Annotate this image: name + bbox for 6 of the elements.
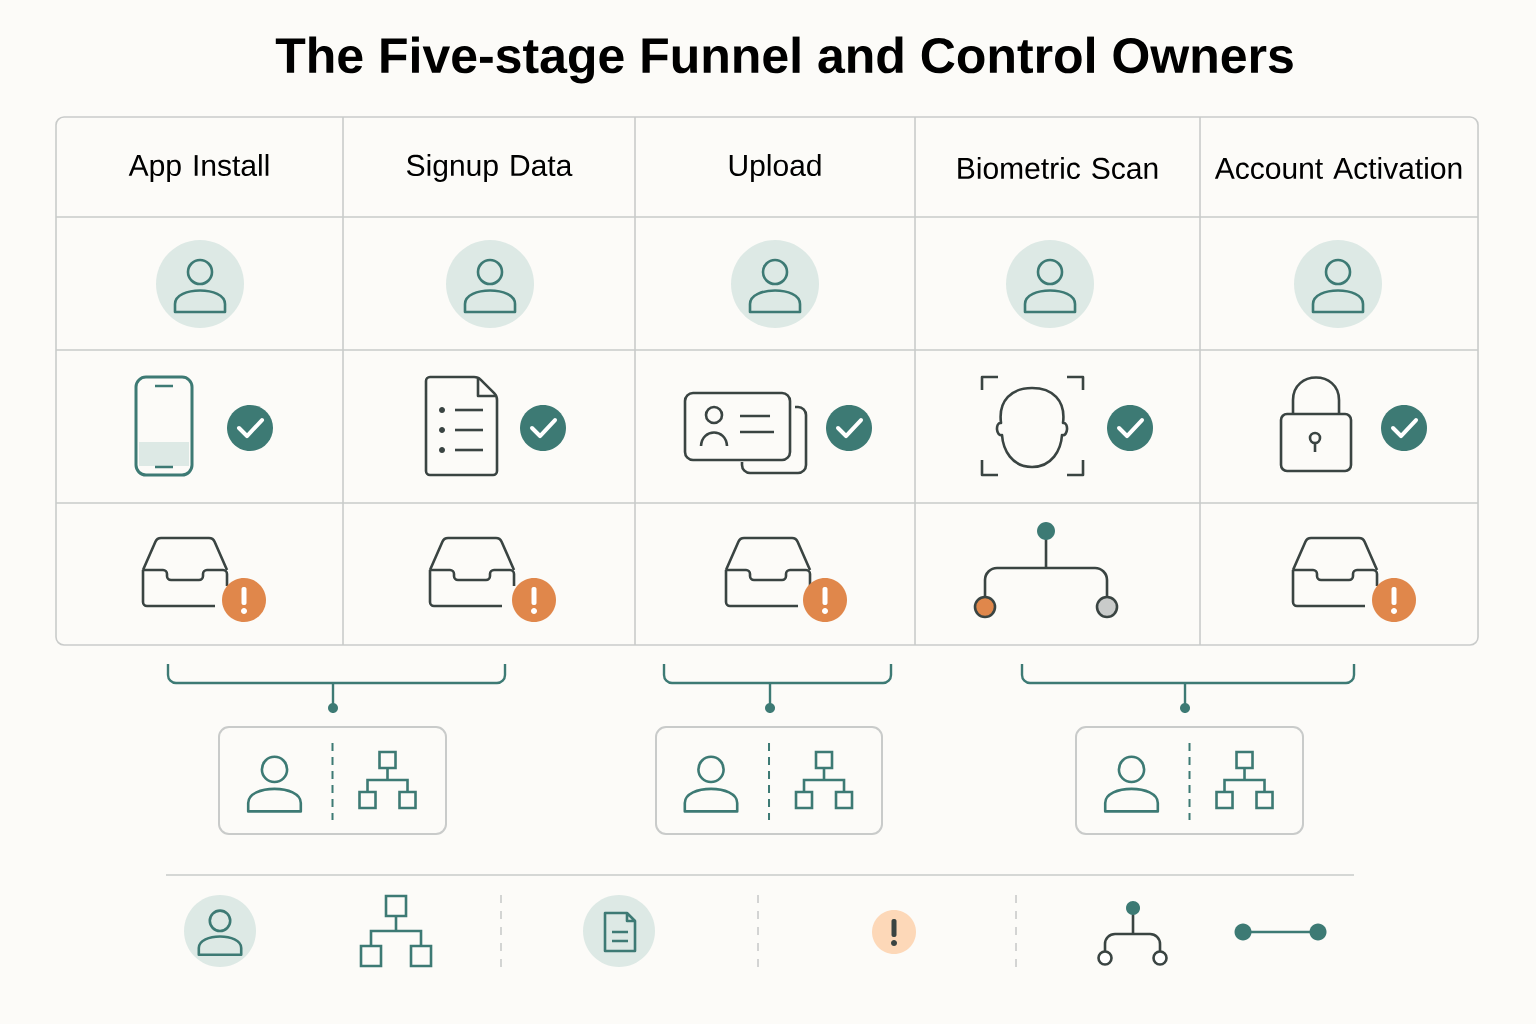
title: The Five-stage Funnel and Control Owners xyxy=(275,36,1293,84)
column-header: Account Activation xyxy=(1214,157,1462,179)
column-header: Biometric Scan xyxy=(958,157,1158,179)
column-header: Upload xyxy=(729,154,821,182)
column-header: Signup Data xyxy=(406,154,573,182)
column-header: App Install xyxy=(128,154,269,182)
